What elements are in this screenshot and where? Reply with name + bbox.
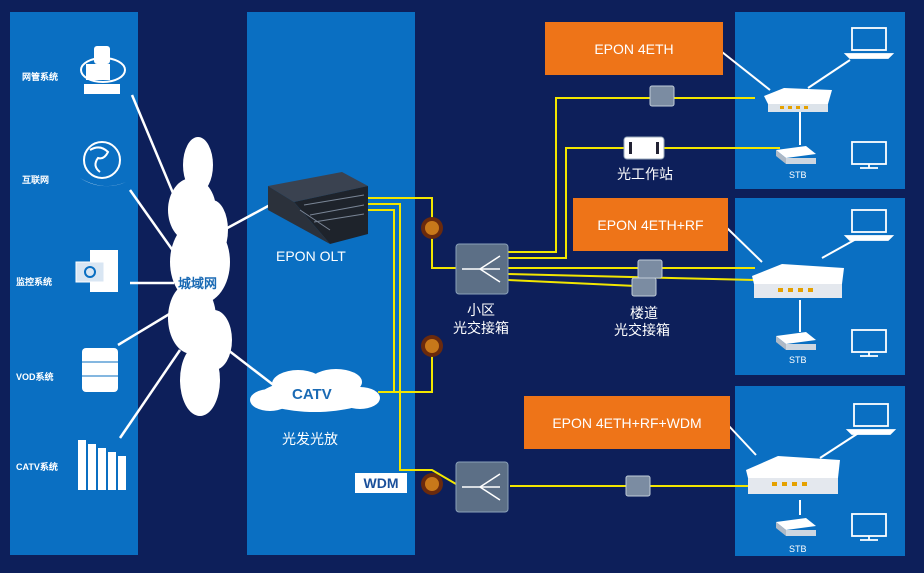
- workstation-label: 光工作站: [617, 166, 673, 182]
- onu-a: [764, 88, 832, 112]
- vod-label: VOD系统: [16, 372, 54, 382]
- nms-label: 网管系统: [22, 72, 59, 82]
- stb-label-b: STB: [789, 355, 807, 365]
- splitter-boxes: [455, 85, 675, 513]
- splitter-box-line2: 光交接箱: [453, 320, 509, 336]
- stb-label-a: STB: [789, 170, 807, 180]
- internet-label: 互联网: [22, 175, 50, 185]
- stb-devices: [776, 146, 816, 536]
- user-links: [721, 51, 861, 515]
- monitors: [851, 141, 887, 541]
- center-panel: [247, 12, 415, 555]
- catv-cloud: [250, 369, 380, 412]
- floor-box-line1: 楼道: [630, 305, 658, 321]
- olt-label: EPON OLT: [276, 248, 346, 264]
- catv-system-label: CATV系统: [16, 462, 58, 472]
- catv-server-icon: [78, 440, 126, 490]
- floor-box-line2: 光交接箱: [614, 322, 670, 338]
- optical-couplers: [421, 217, 443, 495]
- nms-icon: [80, 46, 126, 94]
- monitor-system-icon: [75, 250, 118, 292]
- onu-label-c: EPON 4ETH+RF+WDM: [524, 396, 730, 449]
- onu-label-b: EPON 4ETH+RF: [573, 198, 728, 251]
- onu-label-a: EPON 4ETH: [545, 22, 723, 75]
- system-icons: [75, 46, 126, 490]
- laptops: [843, 27, 897, 435]
- onu-c: [746, 456, 840, 494]
- globe-icon: [80, 141, 126, 187]
- catv-sub-label: 光发光放: [282, 431, 338, 447]
- vod-server-icon: [82, 348, 118, 392]
- metro-links: [117, 94, 281, 439]
- olt-device: [268, 172, 368, 244]
- stb-label-c: STB: [789, 544, 807, 554]
- monitor-label: 监控系统: [16, 277, 53, 287]
- metro-cloud: [168, 137, 232, 416]
- splitter-box-line1: 小区: [467, 302, 495, 318]
- onu-b: [752, 264, 844, 298]
- wdm-label: WDM: [355, 473, 407, 493]
- cloud-label: 城域网: [178, 276, 218, 291]
- catv-label: CATV: [292, 386, 332, 403]
- fiber-lines: [368, 97, 780, 487]
